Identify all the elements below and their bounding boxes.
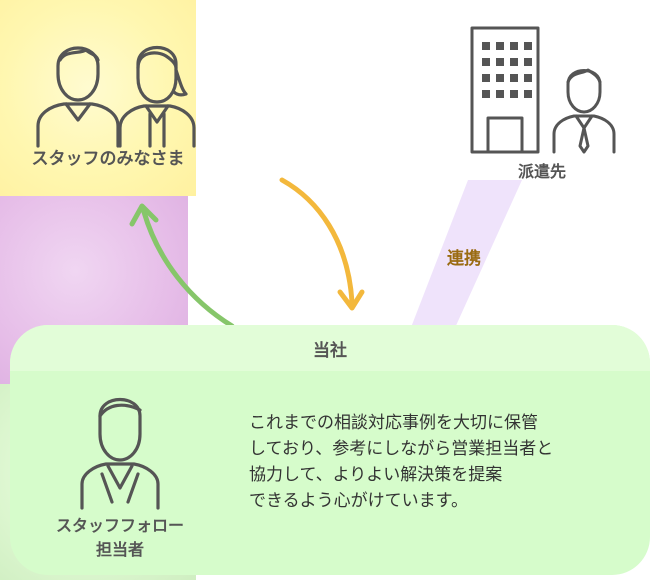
link-label: 連携 <box>447 249 481 269</box>
follow-label-1: スタッフフォロー <box>55 516 184 535</box>
description-line: しており、参考にしながら営業担当者と <box>249 439 554 459</box>
follow-person-icon <box>80 397 160 510</box>
company-title: 当社 <box>313 341 347 361</box>
follow-label-2: 担当者 <box>95 540 144 559</box>
description-line: できるよう心がけています。 <box>249 491 468 511</box>
company-description: これまでの相談対応事例を大切に保管 しており、参考にしながら営業担当者と 協力し… <box>249 410 629 514</box>
building-icon <box>470 26 540 154</box>
description-line: これまでの相談対応事例を大切に保管 <box>249 413 538 433</box>
client-label: 派遣先 <box>517 162 566 181</box>
description-line: 協力して、よりよい解決策を提案 <box>249 465 503 485</box>
staff-label: スタッフのみなさま <box>31 149 185 169</box>
staff-circle <box>0 0 196 196</box>
client-person-icon <box>552 68 616 154</box>
staff-people-icon <box>36 45 196 148</box>
company-header <box>10 325 650 371</box>
